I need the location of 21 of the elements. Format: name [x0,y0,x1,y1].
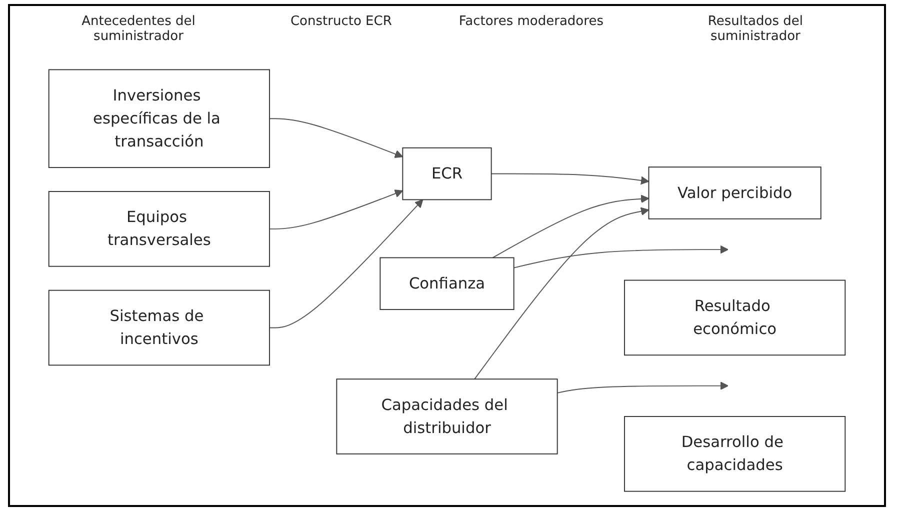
arrow [513,245,728,268]
arrow [269,118,404,158]
node-box: Desarrollo de capacidades [624,416,846,492]
node-box: Equipos transversales [48,191,270,267]
column-heading: Factores moderadores [458,14,604,31]
node-box: Inversiones específicas de la transacción [48,69,270,168]
node-box: Valor percibido [648,166,822,220]
arrow [492,194,650,258]
arrow [269,190,404,230]
arrow [556,382,728,394]
node-box: Confianza [380,257,514,310]
column-heading: Resultados del suministrador [706,14,804,44]
node-box: Resultado económico [624,280,846,356]
node-box: Capacidades del distribuidor [336,378,558,454]
arrow [490,173,650,185]
column-heading: Constructo ECR [290,14,392,31]
column-heading: Antecedentes del suministrador [80,14,196,44]
arrow [269,199,424,328]
node-box: ECR [402,147,492,200]
node-box: Sistemas de incentivos [48,290,270,366]
arrow [474,207,650,380]
